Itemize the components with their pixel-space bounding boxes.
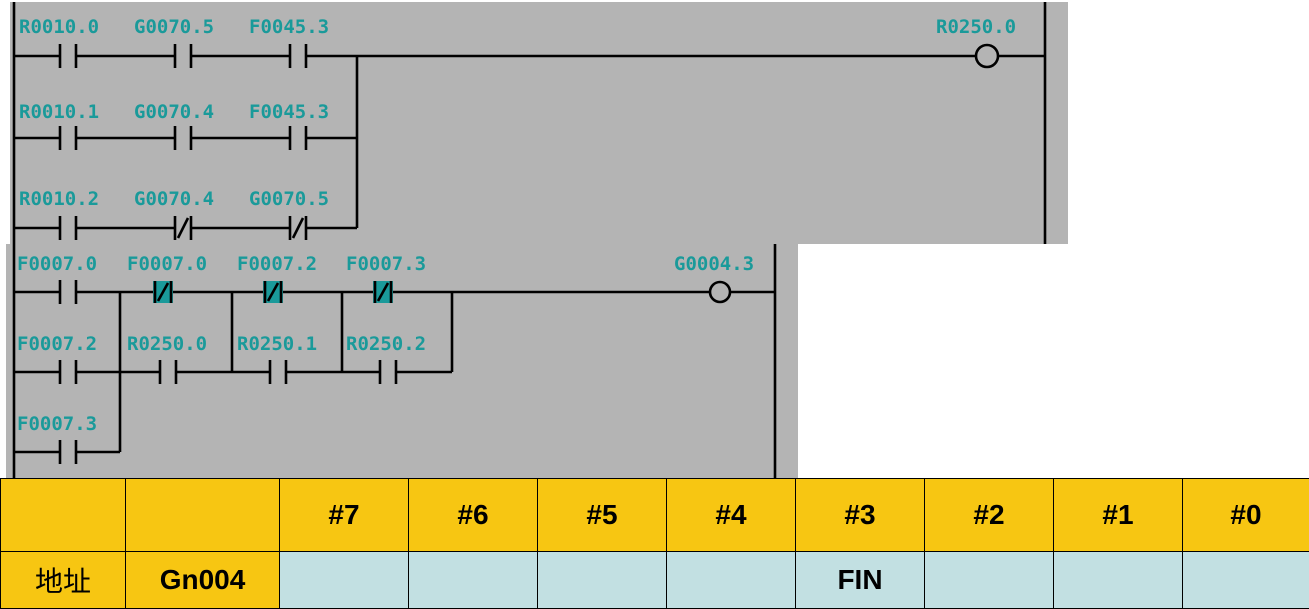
coil-label: R0250.0 bbox=[936, 16, 1016, 38]
contact-label: F0007.0 bbox=[127, 253, 207, 275]
contact-label: F0007.0 bbox=[17, 253, 97, 275]
bit-cell bbox=[538, 552, 667, 609]
header-cell: #2 bbox=[925, 479, 1054, 552]
rung2-background bbox=[6, 244, 798, 478]
address-value-cell: Gn004 bbox=[126, 552, 280, 609]
contact-label: G0070.4 bbox=[134, 101, 214, 123]
header-cell: #5 bbox=[538, 479, 667, 552]
address-label-cell: 地址 bbox=[1, 552, 126, 609]
contact-label: F0007.3 bbox=[346, 253, 426, 275]
contact-label: F0007.3 bbox=[17, 413, 97, 435]
contact-label: R0250.2 bbox=[346, 333, 426, 355]
ladder-diagram: R0010.0 G0070.5 F0045.3 R0250.0 R0010.1 … bbox=[0, 0, 1309, 478]
header-cell bbox=[126, 479, 280, 552]
table-header-row: #7 #6 #5 #4 #3 #2 #1 #0 bbox=[1, 479, 1309, 552]
contact-label: R0010.1 bbox=[19, 101, 99, 123]
contact-label: G0070.4 bbox=[134, 188, 214, 210]
table-row: 地址 Gn004 FIN bbox=[1, 552, 1309, 609]
contact-label: G0070.5 bbox=[134, 16, 214, 38]
bit-cell bbox=[1183, 552, 1309, 609]
header-cell: #1 bbox=[1054, 479, 1183, 552]
contact-label: F0045.3 bbox=[249, 16, 329, 38]
nc-contact-highlight-3 bbox=[373, 281, 393, 303]
contact-label: G0070.5 bbox=[249, 188, 329, 210]
header-cell: #6 bbox=[409, 479, 538, 552]
header-cell: #0 bbox=[1183, 479, 1309, 552]
bit-cell bbox=[667, 552, 796, 609]
header-cell bbox=[1, 479, 126, 552]
contact-label: F0007.2 bbox=[17, 333, 97, 355]
header-cell: #3 bbox=[796, 479, 925, 552]
bit-cell bbox=[925, 552, 1054, 609]
contact-label: R0250.1 bbox=[237, 333, 317, 355]
contact-label: R0010.0 bbox=[19, 16, 99, 38]
signal-address-table: #7 #6 #5 #4 #3 #2 #1 #0 地址 Gn004 FIN bbox=[0, 478, 1309, 609]
bit-cell bbox=[280, 552, 409, 609]
contact-label: R0250.0 bbox=[127, 333, 207, 355]
nc-contact-highlight-1 bbox=[153, 281, 173, 303]
contact-label: F0045.3 bbox=[249, 101, 329, 123]
nc-contact-highlight-2 bbox=[263, 281, 283, 303]
bit-cell: FIN bbox=[796, 552, 925, 609]
coil-label: G0004.3 bbox=[674, 253, 754, 275]
header-cell: #7 bbox=[280, 479, 409, 552]
header-cell: #4 bbox=[667, 479, 796, 552]
contact-label: R0010.2 bbox=[19, 188, 99, 210]
contact-label: F0007.2 bbox=[237, 253, 317, 275]
bit-cell bbox=[409, 552, 538, 609]
bit-cell bbox=[1054, 552, 1183, 609]
